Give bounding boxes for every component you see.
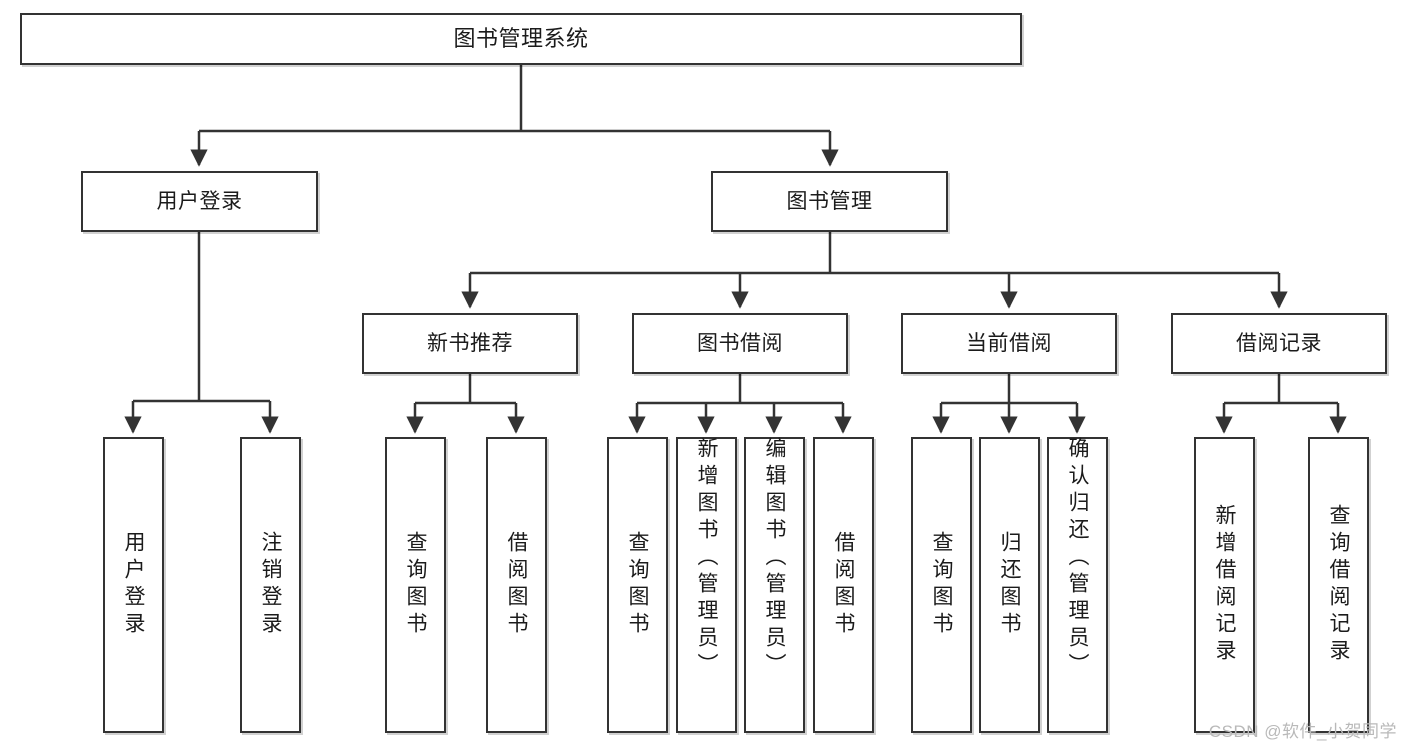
node-label-book-borrow: 图书借阅 — [697, 331, 783, 355]
node-book-borrow[interactable]: 图书借阅 — [632, 313, 848, 374]
leaf-label-query-book-3: 查询图书 — [930, 531, 953, 639]
leaf-label-borrow-book-2: 借阅图书 — [832, 531, 855, 639]
leaf-label-return-book: 归还图书 — [998, 531, 1021, 639]
leaf-query-book-1[interactable]: 查询图书 — [385, 437, 446, 733]
node-label-root: 图书管理系统 — [453, 25, 589, 51]
node-current-borrow[interactable]: 当前借阅 — [901, 313, 1117, 374]
leaf-label-edit-book: 编辑图书（管理员） — [763, 437, 786, 680]
node-user-login[interactable]: 用户登录 — [81, 171, 318, 232]
leaf-label-confirm-return: 确认归还（管理员） — [1066, 437, 1089, 680]
leaf-edit-book[interactable]: 编辑图书（管理员） — [744, 437, 805, 733]
node-label-book-manage: 图书管理 — [786, 189, 873, 213]
leaf-add-book[interactable]: 新增图书（管理员） — [676, 437, 737, 733]
node-borrow-record[interactable]: 借阅记录 — [1171, 313, 1387, 374]
node-label-new-book-recommend: 新书推荐 — [427, 331, 513, 355]
leaf-query-book-3[interactable]: 查询图书 — [911, 437, 972, 733]
leaf-query-borrow-record[interactable]: 查询借阅记录 — [1308, 437, 1369, 733]
leaf-borrow-book-2[interactable]: 借阅图书 — [813, 437, 874, 733]
node-label-user-login: 用户登录 — [156, 189, 243, 213]
leaf-return-book[interactable]: 归还图书 — [979, 437, 1040, 733]
leaf-logout-login[interactable]: 注销登录 — [240, 437, 301, 733]
leaf-borrow-book-1[interactable]: 借阅图书 — [486, 437, 547, 733]
node-root-system[interactable]: 图书管理系统 — [20, 13, 1022, 65]
leaf-label-add-book: 新增图书（管理员） — [695, 437, 718, 680]
leaf-confirm-return[interactable]: 确认归还（管理员） — [1047, 437, 1108, 733]
node-new-book-recommend[interactable]: 新书推荐 — [362, 313, 578, 374]
node-book-manage[interactable]: 图书管理 — [711, 171, 948, 232]
leaf-label-add-borrow-record: 新增借阅记录 — [1213, 504, 1236, 666]
leaf-label-borrow-book-1: 借阅图书 — [505, 531, 528, 639]
leaf-add-borrow-record[interactable]: 新增借阅记录 — [1194, 437, 1255, 733]
leaf-label-query-book-1: 查询图书 — [404, 531, 427, 639]
leaf-user-login[interactable]: 用户登录 — [103, 437, 164, 733]
leaf-label-user-login: 用户登录 — [122, 531, 145, 639]
leaf-label-query-book-2: 查询图书 — [626, 531, 649, 639]
leaf-label-logout-login: 注销登录 — [259, 531, 282, 639]
leaf-label-query-borrow-record: 查询借阅记录 — [1327, 504, 1350, 666]
node-label-current-borrow: 当前借阅 — [966, 331, 1052, 355]
node-label-borrow-record: 借阅记录 — [1236, 331, 1322, 355]
leaf-query-book-2[interactable]: 查询图书 — [607, 437, 668, 733]
